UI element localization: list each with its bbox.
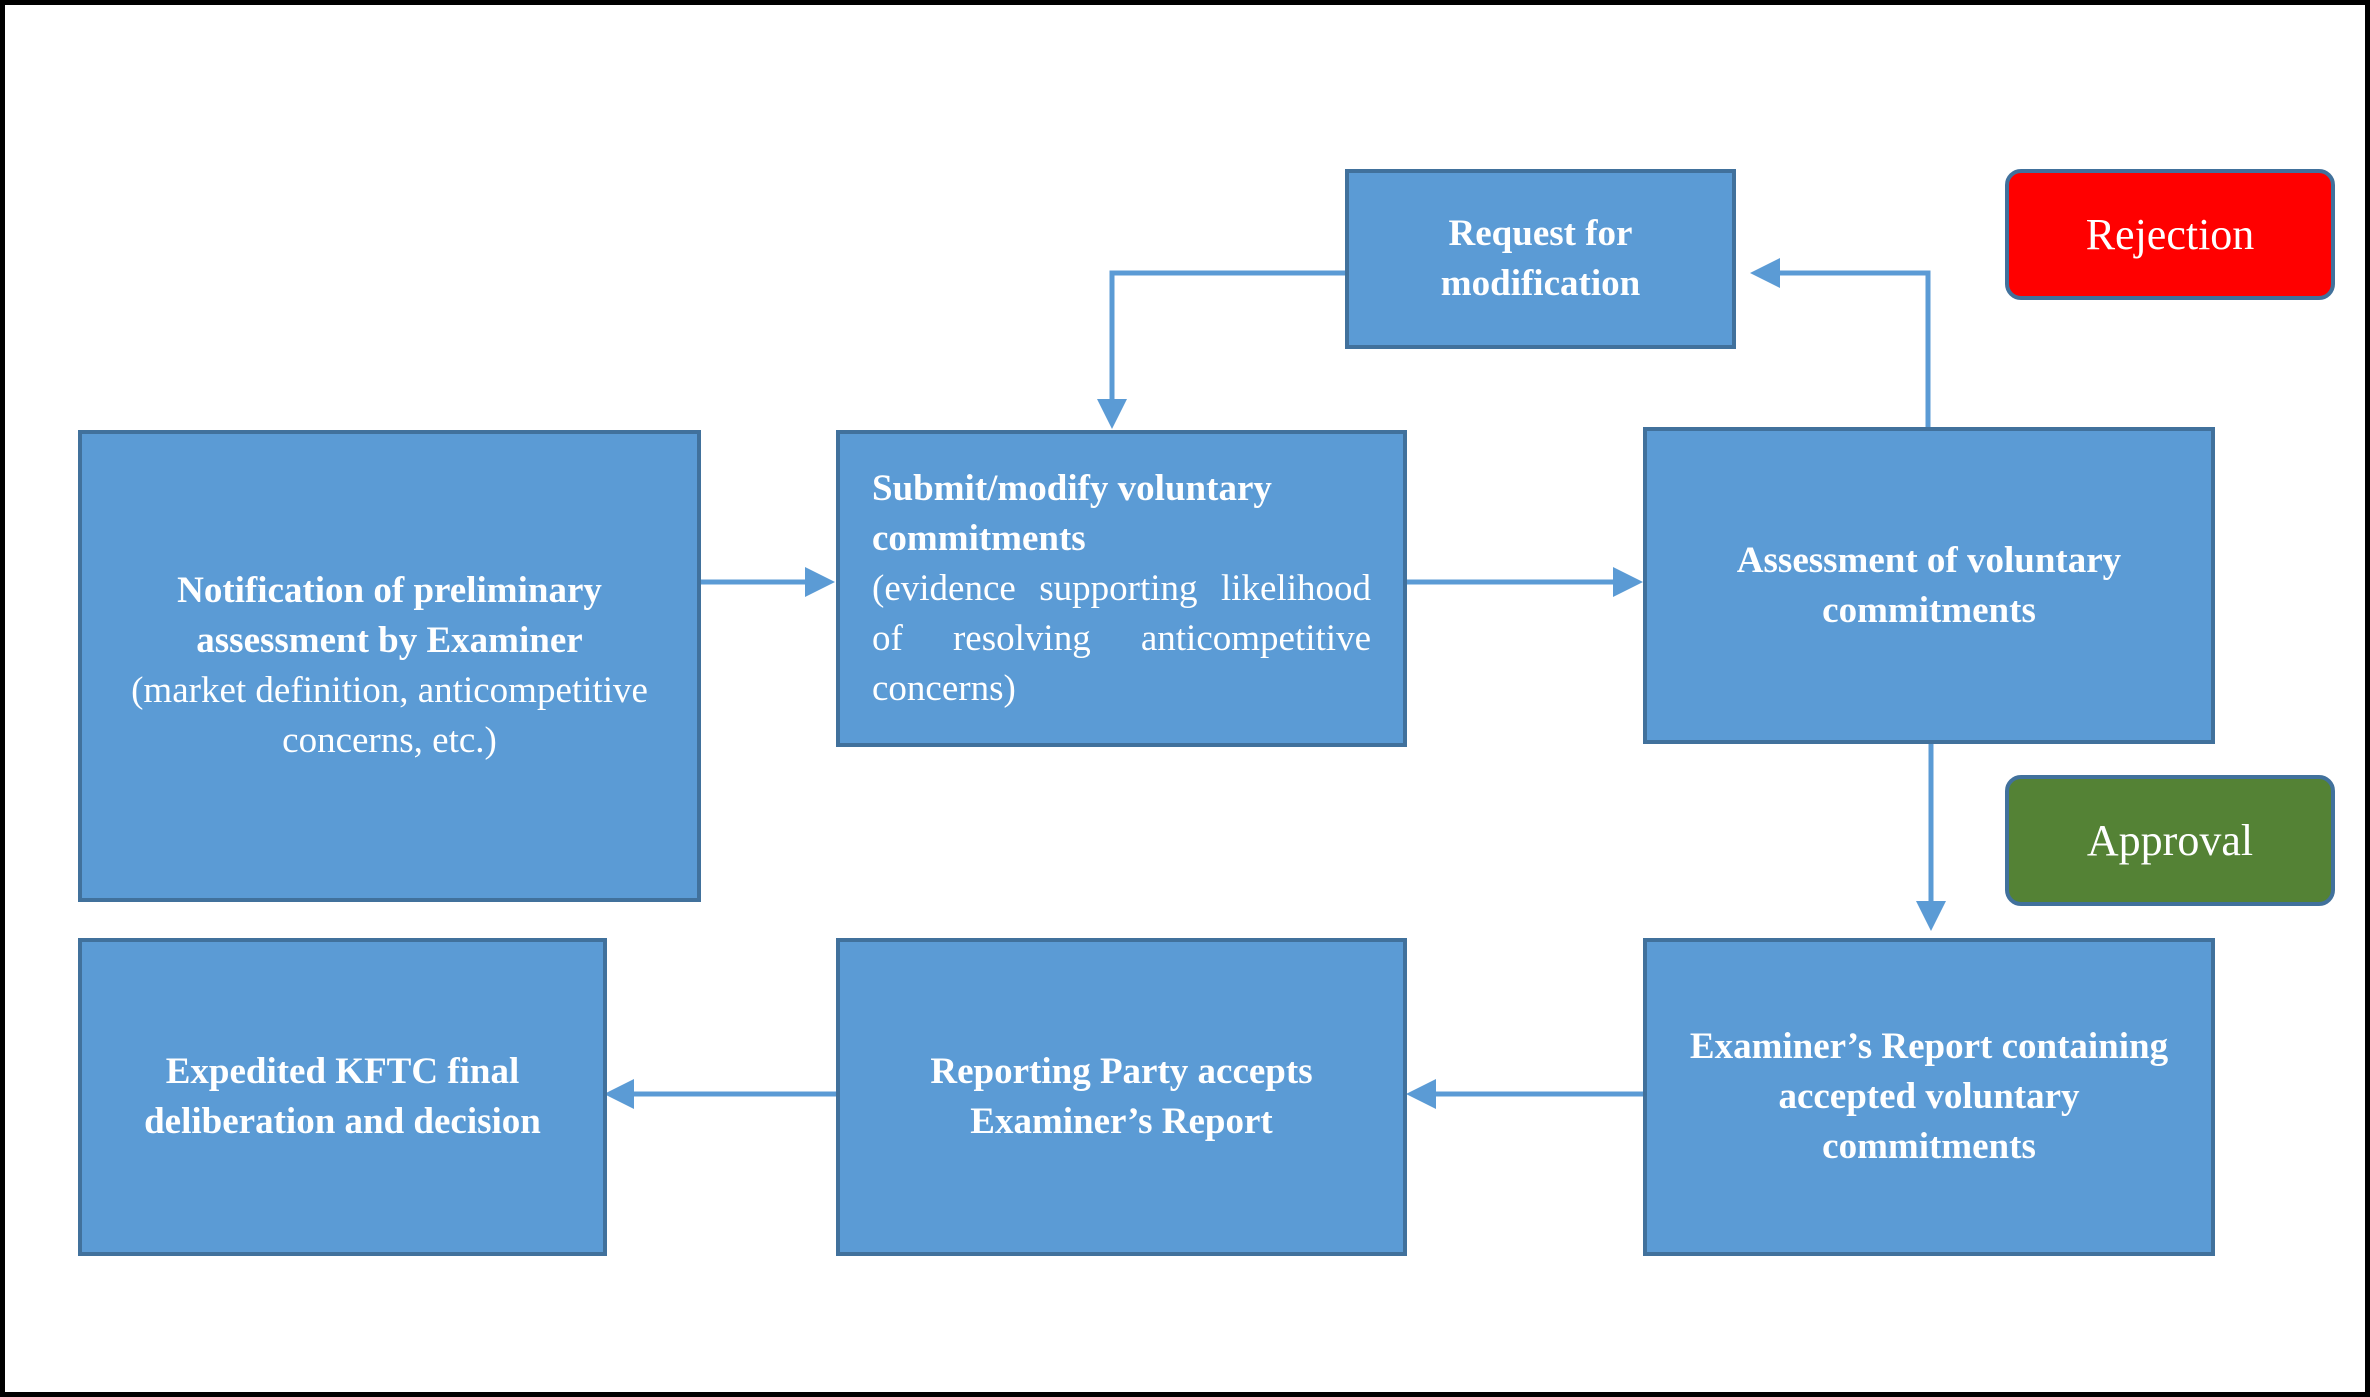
box-reporting-party: Reporting Party accepts Examiner’s Repor… — [836, 938, 1407, 1256]
approval-badge: Approval — [2005, 775, 2335, 906]
box-reporting-party-title: Reporting Party accepts Examiner’s Repor… — [930, 1051, 1313, 1142]
box-examiner-report: Examiner’s Report containing accepted vo… — [1643, 938, 2215, 1256]
box-submit-detail: (evidence supporting likelihood of resol… — [872, 567, 1371, 709]
box-examiner-report-title: Examiner’s Report containing accepted vo… — [1689, 1026, 2169, 1167]
box-assessment: Assessment of voluntary commitments — [1643, 427, 2215, 744]
box-request-title: Request for modification — [1440, 213, 1641, 304]
box-submit: Submit/modify voluntary commitments (evi… — [836, 430, 1407, 747]
box-notification: Notification of preliminary assessment b… — [78, 430, 701, 902]
arrow-assessment-to-request — [1750, 258, 1931, 428]
box-submit-title: Submit/modify voluntary commitments — [872, 467, 1272, 559]
box-notification-title: Notification of preliminary assessment b… — [177, 570, 602, 661]
box-expedited: Expedited KFTC final deliberation and de… — [78, 938, 607, 1256]
rejection-badge: Rejection — [2005, 169, 2335, 300]
box-assessment-title: Assessment of voluntary commitments — [1736, 539, 2122, 631]
box-notification-detail: (market definition, anticompetitive conc… — [131, 670, 648, 761]
box-expedited-title: Expedited KFTC final deliberation and de… — [144, 1051, 541, 1142]
box-request: Request for modification — [1345, 169, 1736, 349]
arrow-request-to-submit — [1097, 270, 1346, 429]
